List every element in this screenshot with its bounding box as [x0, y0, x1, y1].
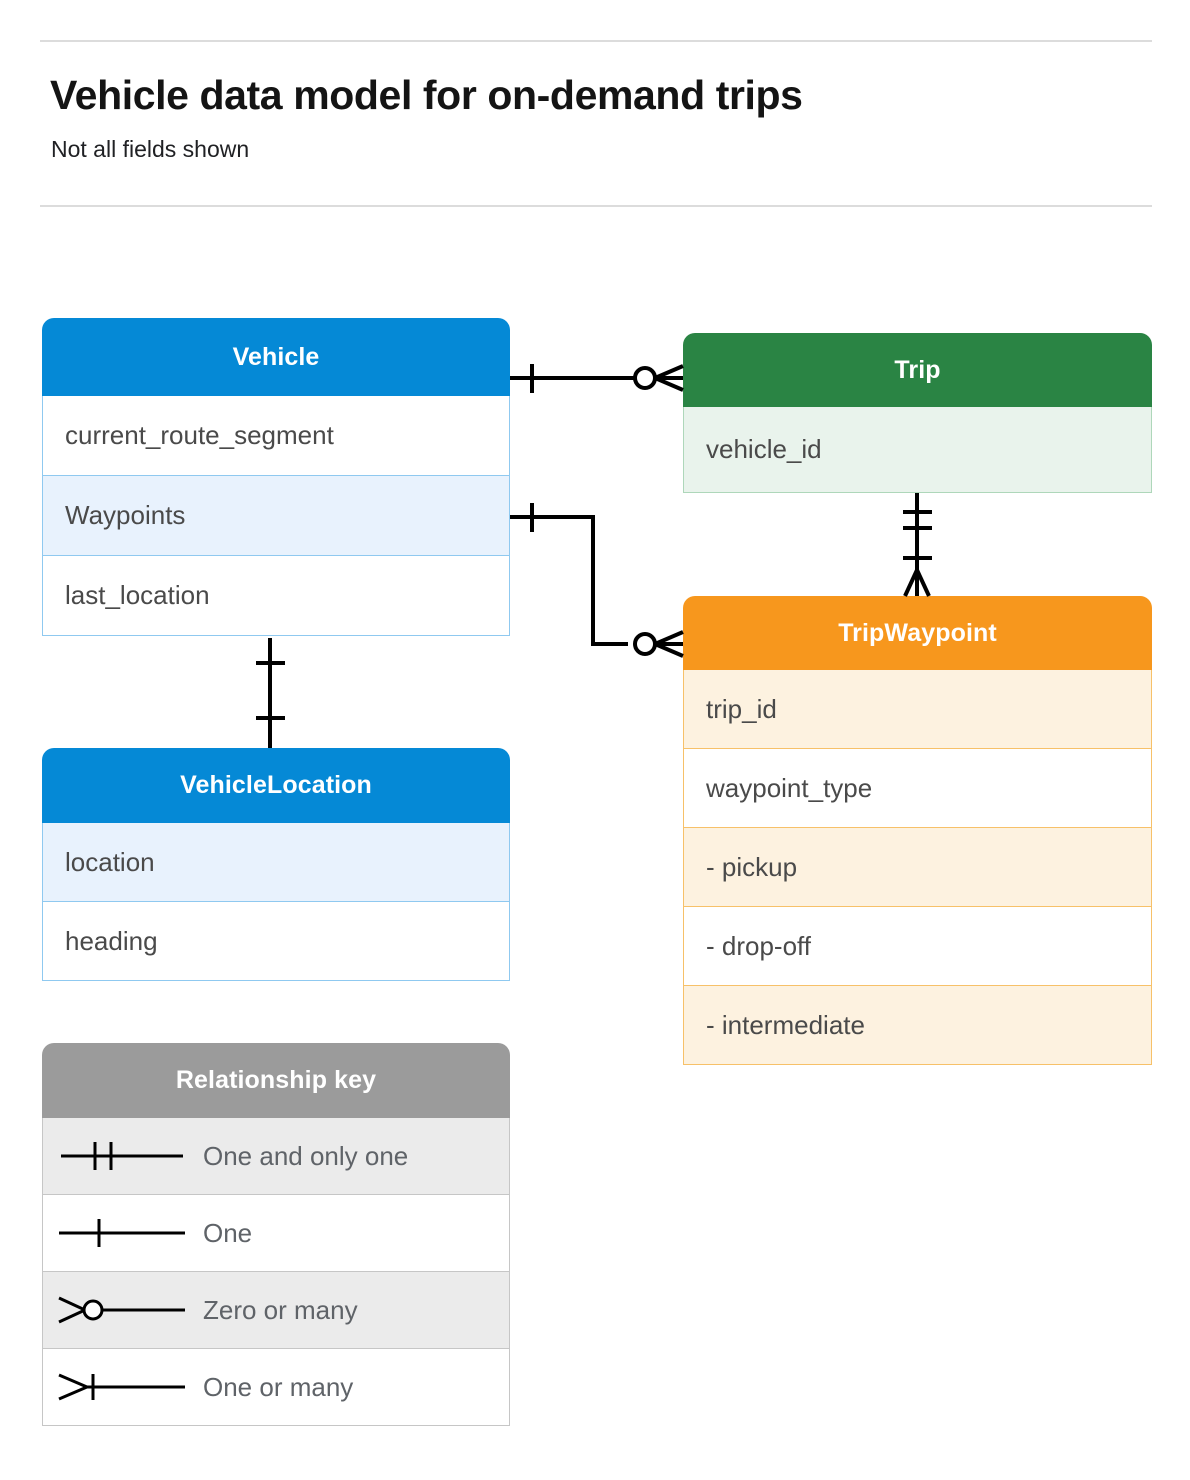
entity-trip-title: Trip — [683, 333, 1152, 407]
entity-vehiclelocation-field-heading[interactable]: heading — [42, 902, 510, 981]
legend-title: Relationship key — [42, 1043, 510, 1118]
legend-item-one-or-many: One or many — [42, 1349, 510, 1426]
entity-trip-field-vehicle-id[interactable]: vehicle_id — [683, 407, 1152, 493]
entity-tripwaypoint[interactable]: TripWaypoint trip_id waypoint_type - pic… — [683, 596, 1152, 1065]
relationship-key-legend: Relationship key One and only one One — [42, 1043, 510, 1426]
bottom-divider — [40, 205, 1152, 207]
legend-item-zero-or-many: Zero or many — [42, 1272, 510, 1349]
one-symbol — [43, 1213, 203, 1253]
entity-vehicle[interactable]: Vehicle current_route_segment Waypoints … — [42, 318, 510, 636]
legend-label-one-or-many: One or many — [203, 1371, 354, 1402]
one-and-only-one-symbol — [43, 1136, 203, 1176]
legend-item-one-and-only-one: One and only one — [42, 1118, 510, 1195]
legend-label-one: One — [203, 1217, 253, 1248]
entity-trip[interactable]: Trip vehicle_id — [683, 333, 1152, 493]
entity-tripwaypoint-title: TripWaypoint — [683, 596, 1152, 670]
entity-vehiclelocation[interactable]: VehicleLocation location heading — [42, 748, 510, 981]
entity-tripwaypoint-value-drop-off[interactable]: - drop-off — [683, 907, 1152, 986]
connector-vehicle-trip — [510, 364, 684, 393]
entity-tripwaypoint-value-pickup[interactable]: - pickup — [683, 828, 1152, 907]
legend-label-zero-or-many: Zero or many — [203, 1294, 358, 1325]
connector-trip-tripwaypoint — [903, 493, 932, 597]
entity-tripwaypoint-field-waypoint-type[interactable]: waypoint_type — [683, 749, 1152, 828]
zero-or-many-symbol — [43, 1290, 203, 1330]
entity-vehiclelocation-field-location[interactable]: location — [42, 823, 510, 902]
entity-vehicle-field-current-route-segment[interactable]: current_route_segment — [42, 396, 510, 476]
entity-vehicle-field-waypoints[interactable]: Waypoints — [42, 476, 510, 556]
legend-label-one-and-only-one: One and only one — [203, 1140, 409, 1171]
one-or-many-symbol — [43, 1367, 203, 1407]
entity-vehiclelocation-title: VehicleLocation — [42, 748, 510, 823]
entity-tripwaypoint-value-intermediate[interactable]: - intermediate — [683, 986, 1152, 1065]
connector-vehicle-vehiclelocation — [256, 638, 285, 748]
page-subtitle: Not all fields shown — [51, 136, 250, 162]
page-title: Vehicle data model for on-demand trips — [50, 72, 803, 118]
entity-vehicle-field-last-location[interactable]: last_location — [42, 556, 510, 636]
entity-vehicle-title: Vehicle — [42, 318, 510, 396]
top-divider — [40, 40, 1152, 42]
connector-vehicle-waypoints-tripwaypoint — [510, 503, 684, 658]
entity-tripwaypoint-field-trip-id[interactable]: trip_id — [683, 670, 1152, 749]
legend-item-one: One — [42, 1195, 510, 1272]
